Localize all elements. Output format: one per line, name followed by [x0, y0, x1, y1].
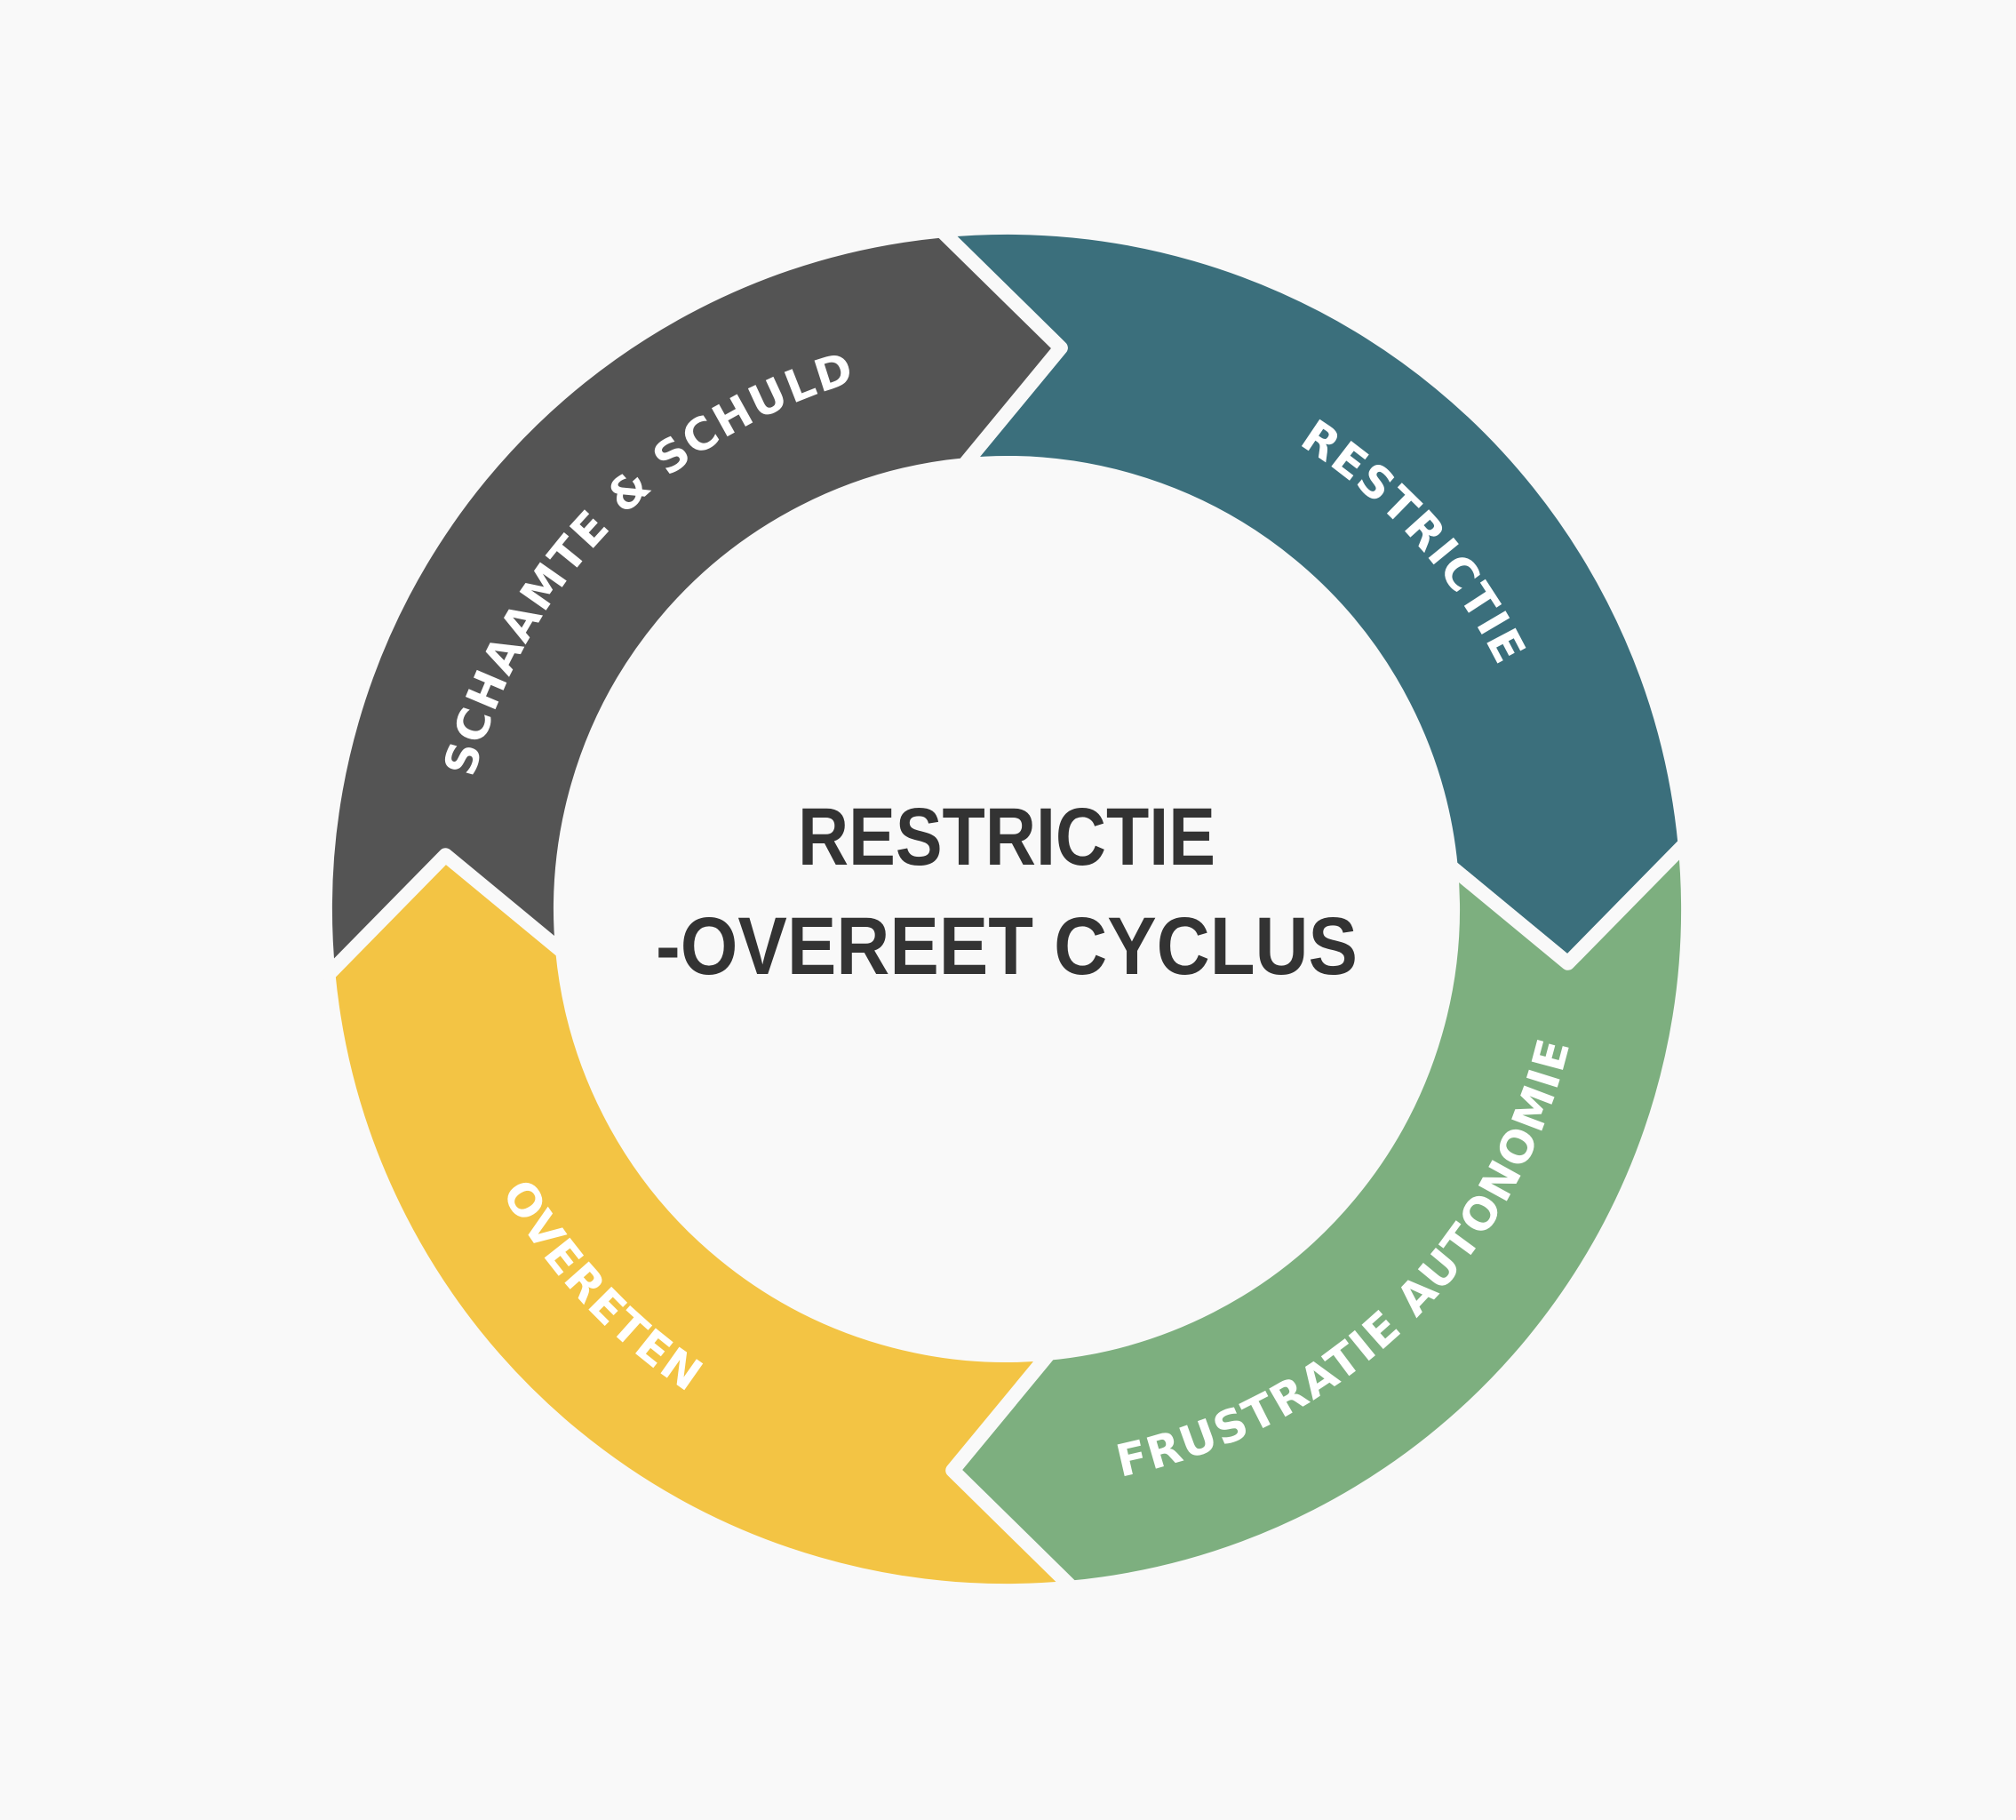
segment-restrictie — [934, 220, 1693, 970]
title-line-1: RESTRICTIE — [798, 792, 1215, 882]
segment-schaamte-schuld — [317, 223, 1068, 982]
segment-frustratie-autonomie — [945, 836, 1696, 1595]
title-line-2: -OVEREET CYCLUS — [656, 901, 1358, 992]
segment-overeten — [321, 848, 1080, 1599]
